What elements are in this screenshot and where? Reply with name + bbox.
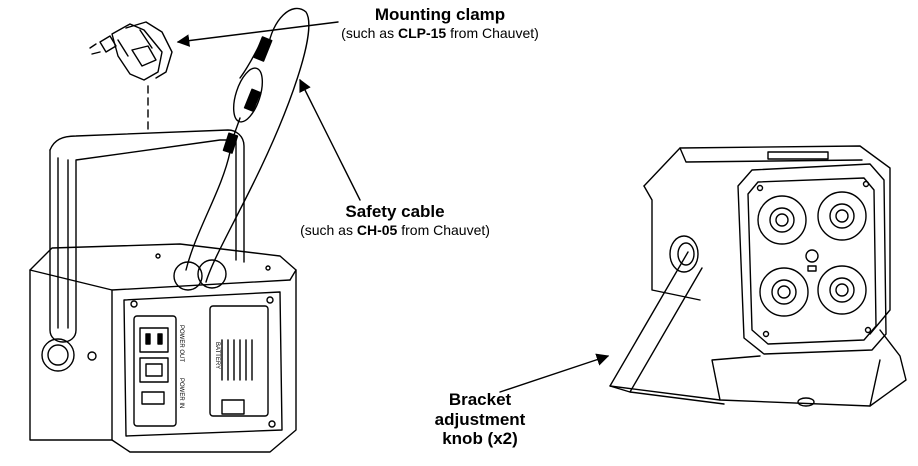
knob-arrow: [499, 353, 610, 393]
bracket-knob-label: Bracket adjustment knob (x2): [410, 390, 550, 449]
cable-arrow: [299, 78, 361, 201]
clamp-sub-suffix: from Chauvet): [446, 24, 539, 41]
mounting-clamp-label: Mounting clamp (such as CLP-15 from Chau…: [320, 5, 560, 41]
cable-model: CH-05: [356, 221, 398, 238]
knob-label-line1: Bracket: [448, 390, 512, 409]
safety-cable-label: Safety cable (such as CH-05 from Chauvet…: [280, 202, 510, 238]
right-fixture-front: [609, 145, 907, 407]
mounting-clamp-title: Mounting clamp: [374, 5, 506, 24]
mounting-clamp-subtitle: (such as CLP-15 from Chauvet): [320, 25, 560, 41]
safety-cable: [185, 7, 310, 283]
mounting-clamp: [89, 21, 173, 133]
left-fixture-rear: [29, 129, 297, 453]
knob-label-line3: knob (x2): [442, 429, 518, 449]
power-in-text: POWER IN: [178, 378, 184, 408]
cable-sub-prefix: (such as: [300, 221, 357, 238]
clamp-sub-prefix: (such as: [341, 24, 398, 41]
knob-label-line2: adjustment: [434, 409, 526, 429]
safety-cable-subtitle: (such as CH-05 from Chauvet): [280, 222, 510, 238]
clamp-model: CLP-15: [397, 24, 447, 41]
safety-cable-title: Safety cable: [345, 202, 445, 221]
battery-text: BATTERY: [214, 342, 220, 369]
power-out-text: POWER OUT: [178, 325, 184, 362]
clamp-arrow: [176, 21, 339, 47]
cable-sub-suffix: from Chauvet): [397, 221, 490, 238]
